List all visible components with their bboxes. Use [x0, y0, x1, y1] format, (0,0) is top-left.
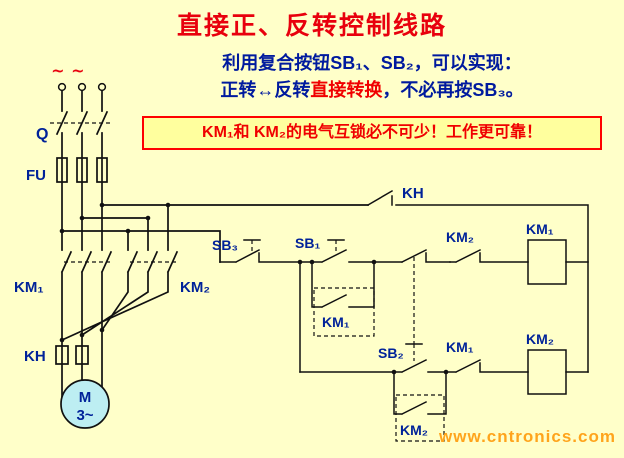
- page-title: 直接正、反转控制线路: [176, 12, 447, 40]
- watermark-url: www.cntronics.com: [439, 427, 616, 446]
- km2-coil-body: [527, 349, 567, 395]
- supply-leads: [61, 90, 103, 251]
- label-km1-coil: KM₁: [526, 221, 554, 237]
- kh-contact: [366, 189, 589, 373]
- interlock-notice-box: KM₁和 KM₂的电气互锁必不可少！工作更可靠！: [142, 116, 602, 150]
- kh-heater-2: [75, 345, 89, 365]
- km1-selfhold-highlight-box: [313, 287, 375, 337]
- label-fuse-fu: FU: [26, 167, 46, 184]
- km2-main-wires: [60, 250, 179, 342]
- subtitle-line2-pre: 正转↔反转: [220, 80, 311, 100]
- label-km2-interlock: KM₂: [446, 229, 474, 245]
- fuse-body-2: [76, 157, 88, 183]
- km2-interlock-contact: [449, 248, 529, 264]
- branch-taps: [61, 204, 369, 263]
- subtitle-line2-emphasis: 直接转换: [310, 80, 383, 100]
- motor-phase-label: 3~: [76, 407, 93, 424]
- motor-circle: [60, 379, 110, 429]
- label-km1-main: KM₁: [14, 279, 44, 296]
- label-km1-interlock: KM₁: [446, 339, 474, 355]
- label-km2-main: KM₂: [180, 279, 210, 296]
- fuse-body-1: [56, 157, 68, 183]
- km2-selfhold-highlight-box: [395, 394, 445, 442]
- subtitle-line2-post: ，不必再按SB₃。: [382, 80, 524, 100]
- phase-mark-1: ∼: [51, 63, 64, 80]
- label-q-switch: Q: [36, 126, 48, 143]
- label-km2-selfhold: KM₂: [400, 422, 428, 438]
- km1-main-wires: [60, 250, 113, 398]
- label-km2-coil: KM₂: [526, 331, 554, 347]
- km1-selfhold-loop: [311, 261, 375, 309]
- label-sb2-start: SB₂: [378, 345, 404, 361]
- kh-heater-1: [55, 345, 69, 365]
- label-sb1-start: SB₁: [295, 235, 320, 251]
- label-km1-selfhold: KM₁: [322, 314, 350, 330]
- motor-symbol: M 3~: [60, 379, 110, 429]
- km1-coil-body: [527, 239, 567, 285]
- phase-mark-2: ∼: [71, 63, 84, 80]
- diagram-labels: ∼ ∼ Q FU KM₁ KM₂ KH KH SB₃ SB₁ KM₁ SB₂ K…: [14, 63, 554, 438]
- terminal-3: [97, 82, 107, 92]
- terminal-2: [77, 82, 87, 92]
- lower-branch-wire: [299, 358, 447, 374]
- km2-selfhold-loop: [393, 371, 447, 416]
- sb3-contact: [219, 239, 301, 264]
- subtitle-line1: 利用复合按钮SB₁、SB₂，可以实现：: [222, 53, 522, 73]
- label-kh-contact: KH: [402, 185, 424, 202]
- subtitle-line2: 正转↔反转直接转换，不必再按SB₃。: [130, 76, 614, 102]
- motor-letter: M: [79, 389, 92, 406]
- label-kh-relay: KH: [24, 348, 46, 365]
- junction-dots: [59, 202, 449, 375]
- mechanical-links: [50, 122, 445, 442]
- sb2-nc-contact: [400, 248, 451, 345]
- km1-interlock-contact: [445, 358, 529, 374]
- terminal-1: [57, 82, 67, 92]
- fuse-body-3: [96, 157, 108, 183]
- label-sb3-stop: SB₃: [212, 237, 238, 253]
- supply-terminals: [57, 82, 107, 92]
